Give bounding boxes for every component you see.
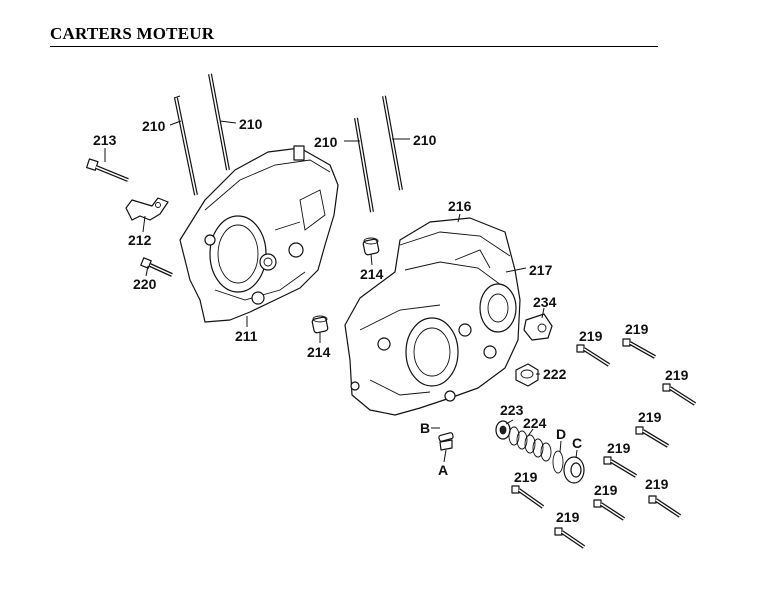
- dowel-pin-214-upper[interactable]: [362, 237, 380, 256]
- bracket-212[interactable]: [125, 197, 169, 221]
- label-c: C: [572, 435, 582, 451]
- bolt-219-5[interactable]: [603, 456, 638, 478]
- bolt-220[interactable]: [140, 257, 173, 277]
- label-219-4: 219: [638, 409, 662, 425]
- label-219-6: 219: [514, 469, 538, 485]
- label-219-2: 219: [625, 321, 649, 337]
- title-underline: [50, 46, 658, 47]
- bolt-219-6[interactable]: [511, 485, 545, 509]
- page-title: CARTERS MOTEUR: [50, 24, 215, 43]
- label-234: 234: [533, 294, 557, 310]
- nut-222[interactable]: [515, 363, 539, 387]
- label-210-right-1: 210: [314, 134, 338, 150]
- stud-bolt-210-left-1[interactable]: [173, 95, 198, 196]
- label-217: 217: [529, 262, 553, 278]
- bolt-219-1[interactable]: [576, 344, 611, 367]
- label-d: D: [556, 426, 566, 442]
- bolt-213[interactable]: [86, 158, 129, 182]
- label-212: 212: [128, 232, 152, 248]
- label-223: 223: [500, 402, 524, 418]
- label-222: 222: [543, 366, 567, 382]
- bolt-219-3[interactable]: [662, 383, 697, 406]
- dowel-pin-214-lower[interactable]: [311, 315, 329, 334]
- label-219-1: 219: [579, 328, 603, 344]
- label-214-upper: 214: [360, 266, 384, 282]
- bolt-219-9[interactable]: [554, 527, 586, 549]
- label-210-left-1: 210: [142, 118, 166, 134]
- label-216: 216: [448, 198, 472, 214]
- drain-screw-a[interactable]: [438, 432, 454, 451]
- label-214-lower: 214: [307, 344, 331, 360]
- label-210-left-2: 210: [239, 116, 263, 132]
- label-219-8: 219: [645, 476, 669, 492]
- label-219-3: 219: [665, 367, 689, 383]
- bolt-219-2[interactable]: [622, 338, 656, 359]
- crankcase-left-half-211[interactable]: [179, 145, 339, 323]
- leader-lines: [104, 120, 578, 463]
- cap-c[interactable]: [563, 456, 585, 484]
- label-219-7: 219: [594, 482, 618, 498]
- label-210-right-2: 210: [413, 132, 437, 148]
- stud-bolt-210-right-1[interactable]: [354, 117, 374, 213]
- bolt-219-7[interactable]: [593, 499, 626, 521]
- stud-bolt-210-left-2[interactable]: [208, 73, 230, 171]
- filter-223[interactable]: [495, 420, 511, 440]
- label-211: 211: [235, 328, 258, 344]
- bolt-219-8[interactable]: [648, 495, 682, 518]
- label-220: 220: [133, 276, 157, 292]
- fitting-234[interactable]: [523, 313, 553, 341]
- bolt-219-4[interactable]: [635, 426, 670, 448]
- label-219-9: 219: [556, 509, 580, 525]
- stud-bolt-210-right-2[interactable]: [382, 95, 403, 191]
- spring-224[interactable]: [508, 426, 552, 462]
- o-ring-d[interactable]: [552, 450, 564, 474]
- label-213: 213: [93, 132, 117, 148]
- label-a: A: [438, 462, 448, 478]
- crankcase-right-half-216[interactable]: [344, 217, 521, 416]
- label-224: 224: [523, 415, 547, 431]
- label-b: B: [420, 420, 430, 436]
- label-219-5: 219: [607, 440, 631, 456]
